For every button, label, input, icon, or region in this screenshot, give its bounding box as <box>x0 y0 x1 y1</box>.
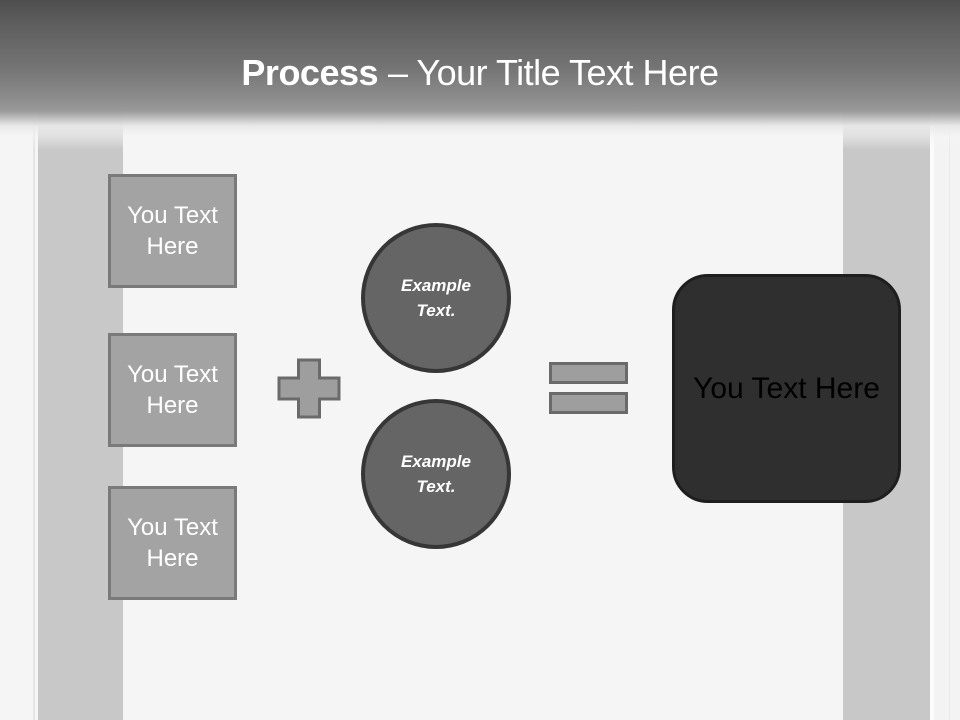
result-box[interactable]: You Text Here <box>672 274 901 503</box>
input-box-3-label: You Text Here <box>127 514 218 572</box>
example-circle-2-label: Example Text. <box>401 452 471 496</box>
right-page-edge-faint-line <box>949 0 950 720</box>
plus-icon <box>277 358 341 419</box>
result-box-label: You Text Here <box>693 371 880 405</box>
left-page-edge-line <box>33 0 35 720</box>
page-title-subtitle: – Your Title Text Here <box>388 52 719 93</box>
page-title-keyword: Process <box>241 52 379 93</box>
example-circle-1[interactable]: Example Text. <box>361 223 511 373</box>
input-box-2-label: You Text Here <box>127 361 218 419</box>
input-box-3[interactable]: You Text Here <box>108 486 237 600</box>
page-title: Process– Your Title Text Here <box>0 52 960 94</box>
title-bar: Process– Your Title Text Here <box>0 0 960 150</box>
example-circle-2[interactable]: Example Text. <box>361 399 511 549</box>
input-box-1-label: You Text Here <box>127 202 218 260</box>
input-box-1[interactable]: You Text Here <box>108 174 237 288</box>
example-circle-1-label: Example Text. <box>401 276 471 320</box>
right-page-edge-line <box>930 0 934 720</box>
equals-icon <box>549 362 628 415</box>
input-box-2[interactable]: You Text Here <box>108 333 237 447</box>
